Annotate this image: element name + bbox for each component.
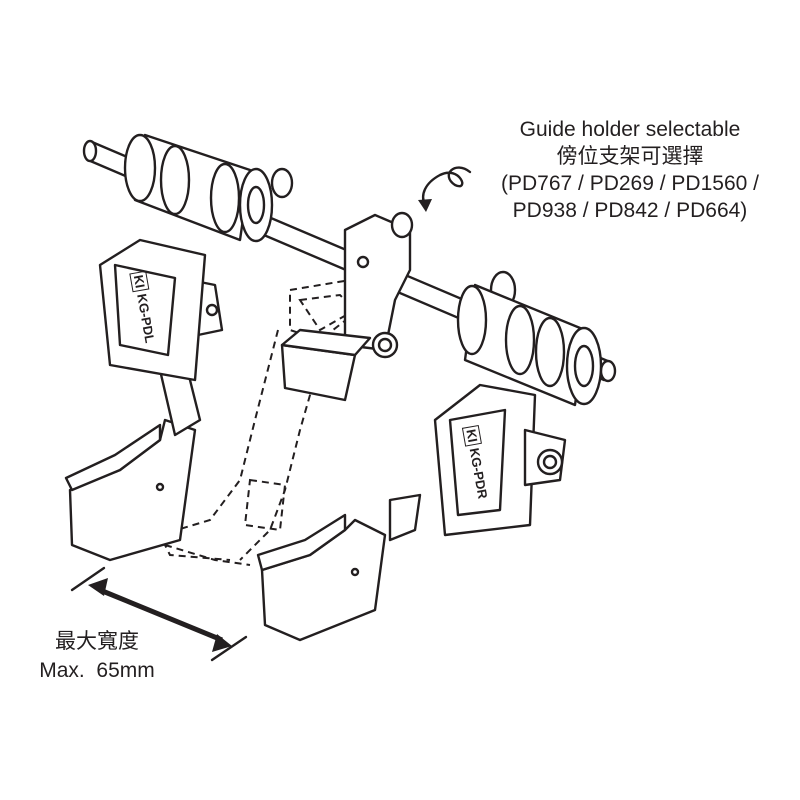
caption-title-zh: 傍位支架可選擇 <box>556 145 704 168</box>
left-roller <box>123 133 294 243</box>
caption-models-line2: PD938 / PD842 / PD664) <box>512 199 748 222</box>
center-guide-holder <box>280 211 414 402</box>
right-bracket <box>256 383 567 642</box>
left-bracket <box>64 238 224 562</box>
width-dimension-arrow <box>70 566 248 662</box>
logo-mark: KI <box>129 270 150 293</box>
caption-models-line1: (PD767 / PD269 / PD1560 / <box>501 172 759 195</box>
pointer-arrow <box>418 166 472 212</box>
guide-holder-caption: Guide holder selectable 傍位支架可選擇 (PD767 /… <box>482 116 778 224</box>
width-label-zh: 最大寬度 <box>55 630 139 653</box>
width-label-en: Max. 65mm <box>39 659 155 682</box>
logo-mark: KI <box>461 424 482 447</box>
caption-title: Guide holder selectable <box>519 118 741 141</box>
right-roller <box>456 270 603 407</box>
width-label: 最大寬度 Max. 65mm <box>22 627 172 685</box>
